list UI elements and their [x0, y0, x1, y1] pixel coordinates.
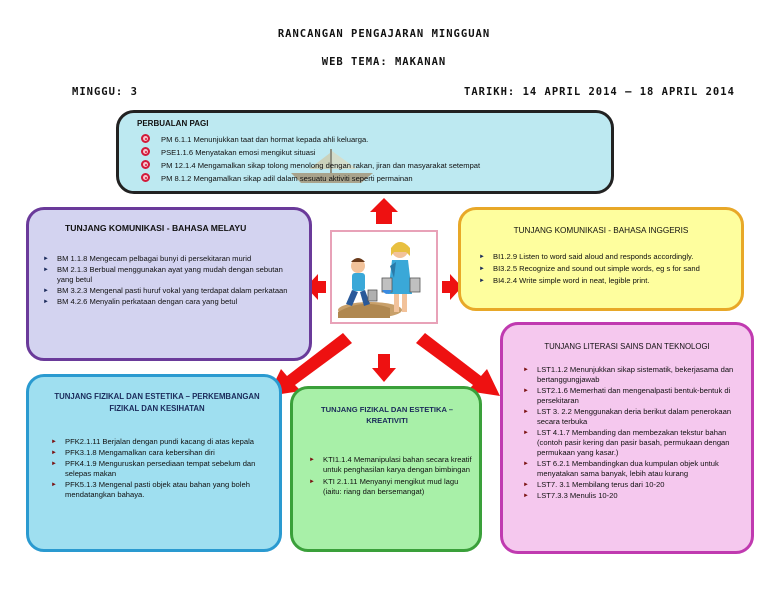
page-title: RANCANGAN PENGAJARAN MINGGUAN: [277, 28, 491, 40]
boat-watermark-icon: [291, 149, 373, 183]
bahasa-inggeris-box: TUNJANG KOMUNIKASI - BAHASA INGGERIS BI1…: [458, 207, 744, 311]
list-item: LST 3. 2.2 Menggunakan deria berikut dal…: [521, 407, 749, 427]
target-bullet-icon: [141, 134, 150, 143]
inggeris-title: TUNJANG KOMUNIKASI - BAHASA INGGERIS: [513, 226, 689, 235]
list-item: LST 4.1.7 Membanding dan membezakan teks…: [521, 428, 749, 458]
fizikal-list: PFK2.1.11 Berjalan dengan pundi kacang d…: [49, 437, 275, 501]
perbualan-list: PM 6.1.1 Menunjukkan taat dan hormat kep…: [139, 134, 481, 187]
list-item: PFK2.1.11 Berjalan dengan pundi kacang d…: [49, 437, 275, 447]
list-item: BM 1.1.8 Mengecam pelbagai bunyi di pers…: [41, 254, 297, 264]
list-item: PSE1.1.6 Menyatakan emosi mengikut situa…: [139, 147, 480, 158]
list-item: BI4.2.4 Write simple word in neat, legib…: [477, 276, 739, 286]
kreativiti-list: KTI1.1.4 Memanipulasi bahan secara kreat…: [307, 455, 477, 499]
target-bullet-icon: [141, 147, 150, 156]
date-label: TARIKH: 14 APRIL 2014 – 18 APRIL 2014: [464, 86, 735, 98]
perbualan-title: PERBUALAN PAGI: [137, 119, 209, 128]
list-item: BI3.2.5 Recognize and sound out simple w…: [477, 264, 739, 274]
target-bullet-icon: [141, 160, 150, 169]
item-text: PM 12.1.4 Mengamalkan sikap tolong menol…: [161, 161, 481, 170]
list-item: BI1.2.9 Listen to word said aloud and re…: [477, 252, 739, 262]
list-item: LST7.3.3 Menulis 10-20: [521, 491, 749, 501]
bahasa-melayu-box: TUNJANG KOMUNIKASI - BAHASA MELAYU BM 1.…: [26, 207, 312, 361]
melayu-list: BM 1.1.8 Mengecam pelbagai bunyi di pers…: [41, 254, 297, 308]
melayu-title: TUNJANG KOMUNIKASI - BAHASA MELAYU: [65, 223, 247, 233]
target-bullet-icon: [141, 173, 150, 182]
kreativiti-box: TUNJANG FIZIKAL DAN ESTETIKA – KREATIVIT…: [290, 386, 482, 552]
list-item: PM 8.1.2 Mengamalkan sikap adil dalam se…: [139, 173, 480, 184]
kreativiti-title: TUNJANG FIZIKAL DAN ESTETIKA – KREATIVIT…: [320, 405, 454, 425]
sains-title: TUNJANG LITERASI SAINS DAN TEKNOLOGI: [544, 342, 710, 351]
item-text: PM 6.1.1 Menunjukkan taat dan hormat kep…: [161, 135, 369, 144]
list-item: LST1.1.2 Menunjukkan sikap sistematik, b…: [521, 365, 749, 385]
list-item: LST 6.2.1 Membandingkan dua kumpulan obj…: [521, 459, 749, 479]
list-item: KTI 2.1.11 Menyanyi mengikut mud lagu (i…: [307, 477, 477, 497]
children-with-buckets-illustration: [338, 242, 421, 318]
item-text: PSE1.1.6 Menyatakan emosi mengikut situa…: [161, 148, 316, 157]
arrow-up: [370, 198, 398, 224]
literasi-sains-box: TUNJANG LITERASI SAINS DAN TEKNOLOGI LST…: [500, 322, 754, 554]
list-item: BM 2.1.3 Berbual menggunakan ayat yang m…: [41, 265, 297, 285]
list-item: BM 3.2.3 Mengenal pasti huruf vokal yang…: [41, 286, 297, 296]
perbualan-pagi-box: PERBUALAN PAGI PM 6.1.1 Menunjukkan taat…: [116, 110, 614, 194]
arrow-down: [372, 354, 396, 382]
list-item: BM 4.2.6 Menyalin perkataan dengan cara …: [41, 297, 297, 307]
list-item: LST7. 3.1 Membilang terus dari 10-20: [521, 480, 749, 490]
week-label: MINGGU: 3: [72, 86, 138, 98]
center-illustration: [330, 230, 438, 324]
sains-list: LST1.1.2 Menunjukkan sikap sistematik, b…: [521, 365, 749, 502]
list-item: LST2.1.6 Memerhati dan mengenalpasti ben…: [521, 386, 749, 406]
list-item: PM 12.1.4 Mengamalkan sikap tolong menol…: [139, 160, 481, 171]
list-item: PFK5.1.3 Mengenal pasti objek atau bahan…: [49, 480, 275, 500]
item-text: PM 8.1.2 Mengamalkan sikap adil dalam se…: [161, 174, 413, 183]
inggeris-list: BI1.2.9 Listen to word said aloud and re…: [477, 252, 739, 288]
list-item: PFK3.1.8 Mengamalkan cara kebersihan dir…: [49, 448, 275, 458]
fizikal-kesihatan-box: TUNJANG FIZIKAL DAN ESTETIKA – PERKEMBAN…: [26, 374, 282, 552]
list-item: KTI1.1.4 Memanipulasi bahan secara kreat…: [307, 455, 477, 475]
list-item: PFK4.1.9 Menguruskan persediaan tempat s…: [49, 459, 275, 479]
fizikal-title: TUNJANG FIZIKAL DAN ESTETIKA – PERKEMBAN…: [54, 392, 260, 413]
list-item: PM 6.1.1 Menunjukkan taat dan hormat kep…: [139, 134, 480, 145]
theme-title: WEB TEMA: MAKANAN: [321, 56, 447, 68]
